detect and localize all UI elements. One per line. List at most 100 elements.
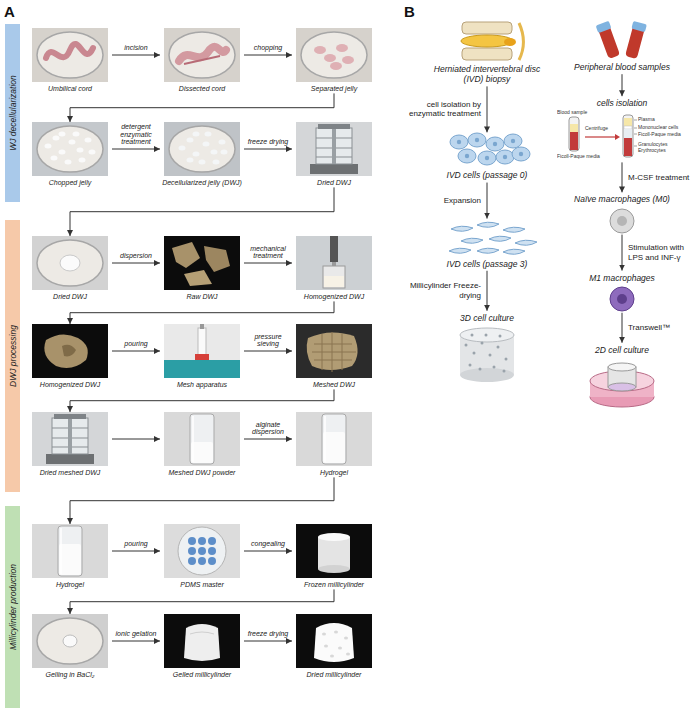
arrow-label: M-CSF treatment [628,173,694,183]
step-illustration [437,20,537,62]
step-illustration [587,20,657,60]
arrow-label: chopping [246,44,290,52]
step-photo [32,524,108,578]
process-arrow [70,187,334,236]
step-photo [296,412,372,466]
panel-letter: A [4,3,15,20]
photo-step: Raw DWJ [160,236,244,301]
arrow-label: pouring [114,340,158,348]
process-arrow [244,263,292,264]
photo-step: Dried DWJ [292,122,376,187]
diagram-note: Mononuclear cells [638,125,687,131]
process-arrow [622,235,623,271]
photo-step: Hydrogel [292,412,376,477]
step-title: 2D cell culture [567,345,677,355]
arrow-label: congealing [246,540,290,548]
workflow-step: Herniated intervertebral disc (IVD) biop… [432,20,542,86]
step-caption: Homogenized DWJ [292,293,376,301]
arrow-label: freeze drying [246,138,290,146]
step-illustration [608,285,636,313]
step-caption: Raw DWJ [160,293,244,301]
photo-step: Dried millicylinder [292,614,376,679]
process-arrow [112,149,160,150]
photo-step: PDMS master [160,524,244,589]
step-caption: Umbilical cord [28,85,112,93]
photo-step: Homogenized DWJ [292,236,376,301]
section-band: DWJ processing [5,220,20,492]
photo-step: Frozen millicylinder [292,524,376,589]
arrow-label: ionic gelation [114,630,158,638]
step-title: Peripheral blood samples [567,62,677,72]
step-caption: Hydrogel [292,469,376,477]
step-photo [164,324,240,378]
process-arrow [622,74,623,96]
photo-step: Hydrogel [28,524,112,589]
arrow-label: mechanical treatment [246,245,290,260]
arrow-label: Expansion [404,196,481,206]
photo-step: Mesh apparatus [160,324,244,389]
arrow-label: incision [114,44,158,52]
diagram-note: Plasma [638,117,687,123]
step-title: Naïve macrophages (M0) [567,194,677,204]
process-arrow [112,439,160,440]
step-photo [164,236,240,290]
step-caption: Chopped jelly [28,179,112,187]
diagram-note: Ficoll-Paque media [557,154,617,160]
photo-step: Dried meshed DWJ [28,412,112,477]
step-caption: Dried millicylinder [292,671,376,679]
arrow-label: freeze drying [246,630,290,638]
arrow-label: alginate dispersion [246,421,290,436]
diagram-note: Blood sample [557,110,601,116]
photo-step: Meshed DWJ powder [160,412,244,477]
process-arrow [70,301,334,324]
step-photo [164,412,240,466]
step-caption: Mesh apparatus [160,381,244,389]
photo-step: Decellularized jelly (DWJ) [160,122,244,187]
step-illustration [452,325,522,385]
process-arrow [112,641,160,642]
step-photo [296,236,372,290]
workflow-step: M1 macrophages [567,271,677,313]
step-photo [164,122,240,176]
process-arrow [622,162,623,192]
step-illustration [437,219,537,257]
step-photo [296,122,372,176]
arrow-label: Stimulation with LPS and INF-γ [628,243,694,262]
step-caption: Homogenized DWJ [28,381,112,389]
process-arrow [112,351,160,352]
step-photo [296,28,372,82]
section-title: Millicylinder production [8,564,18,650]
step-caption: Hydrogel [28,581,112,589]
arrow-label: pressure sieving [246,333,290,348]
diagram-note: Centrifuge [585,126,619,132]
process-arrow [112,551,160,552]
step-photo [164,524,240,578]
arrow-label: Transwell™ [628,323,694,333]
step-illustration [608,207,636,235]
process-arrow [70,93,334,122]
section-band: WJ decellularization [5,24,20,202]
step-caption: Gelled millicylinder [160,671,244,679]
step-caption: Dried DWJ [28,293,112,301]
process-arrow [70,477,334,524]
step-caption: Dried DWJ [292,179,376,187]
diagram-note: Granulocytes Erythrocytes [638,142,687,153]
arrow-label: detergent enzymatic treatment [114,123,158,146]
process-arrow [487,183,488,219]
process-arrow [487,271,488,311]
step-photo [296,324,372,378]
step-caption: Separated jelly [292,85,376,93]
step-caption: Frozen millicylinder [292,581,376,589]
step-title: cells isolation [557,98,687,108]
step-title: Herniated intervertebral disc (IVD) biop… [432,64,542,84]
process-arrow [244,351,292,352]
diagram-note: Ficoll-Paque media [638,132,687,138]
step-caption: Decellularized jelly (DWJ) [160,179,244,187]
arrow-label: cell isolation by enzymatic treatment [404,100,481,119]
step-photo [164,28,240,82]
process-arrow [244,149,292,150]
arrow-label: pouring [114,540,158,548]
panel-letter: B [404,3,415,20]
photo-step: Gelling in BaCl₂ [28,614,112,679]
arrow-label: dispersion [114,252,158,260]
